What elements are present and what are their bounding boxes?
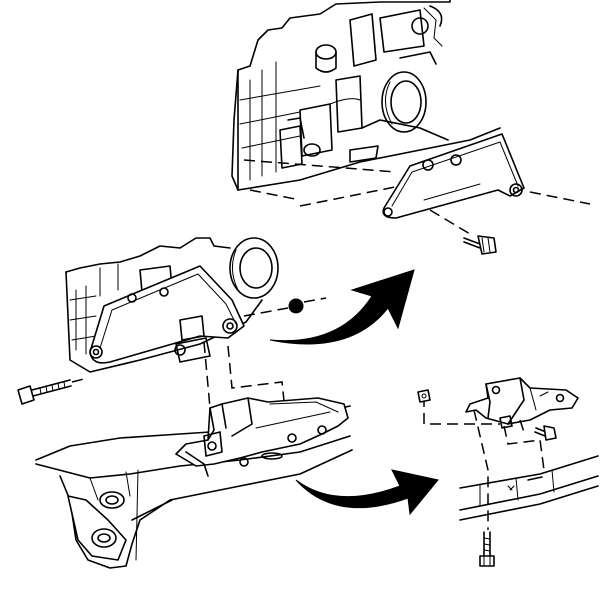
detail-rail [459, 455, 599, 521]
detail-alignment-lines [423, 396, 545, 530]
nut-icon [288, 298, 304, 314]
detail-nut-icon [417, 389, 431, 403]
upper-alignment-lines [243, 159, 591, 235]
bolt-icon [463, 235, 497, 255]
upper-mount-bracket [382, 133, 525, 219]
frame-crossmember [35, 405, 353, 569]
detail-bolt-icon [534, 425, 557, 441]
upper-right-motion-arrow [269, 269, 415, 345]
long-bolt-icon [17, 379, 72, 405]
crossmember-mount-bracket [175, 397, 349, 477]
center-engine-block [65, 237, 279, 373]
center-mount-bracket [89, 265, 245, 364]
detail-mount-bracket [465, 377, 579, 429]
detail-vertical-bolt-icon [479, 531, 495, 567]
upper-engine-block [231, 0, 501, 191]
lower-right-motion-arrow [295, 469, 439, 516]
